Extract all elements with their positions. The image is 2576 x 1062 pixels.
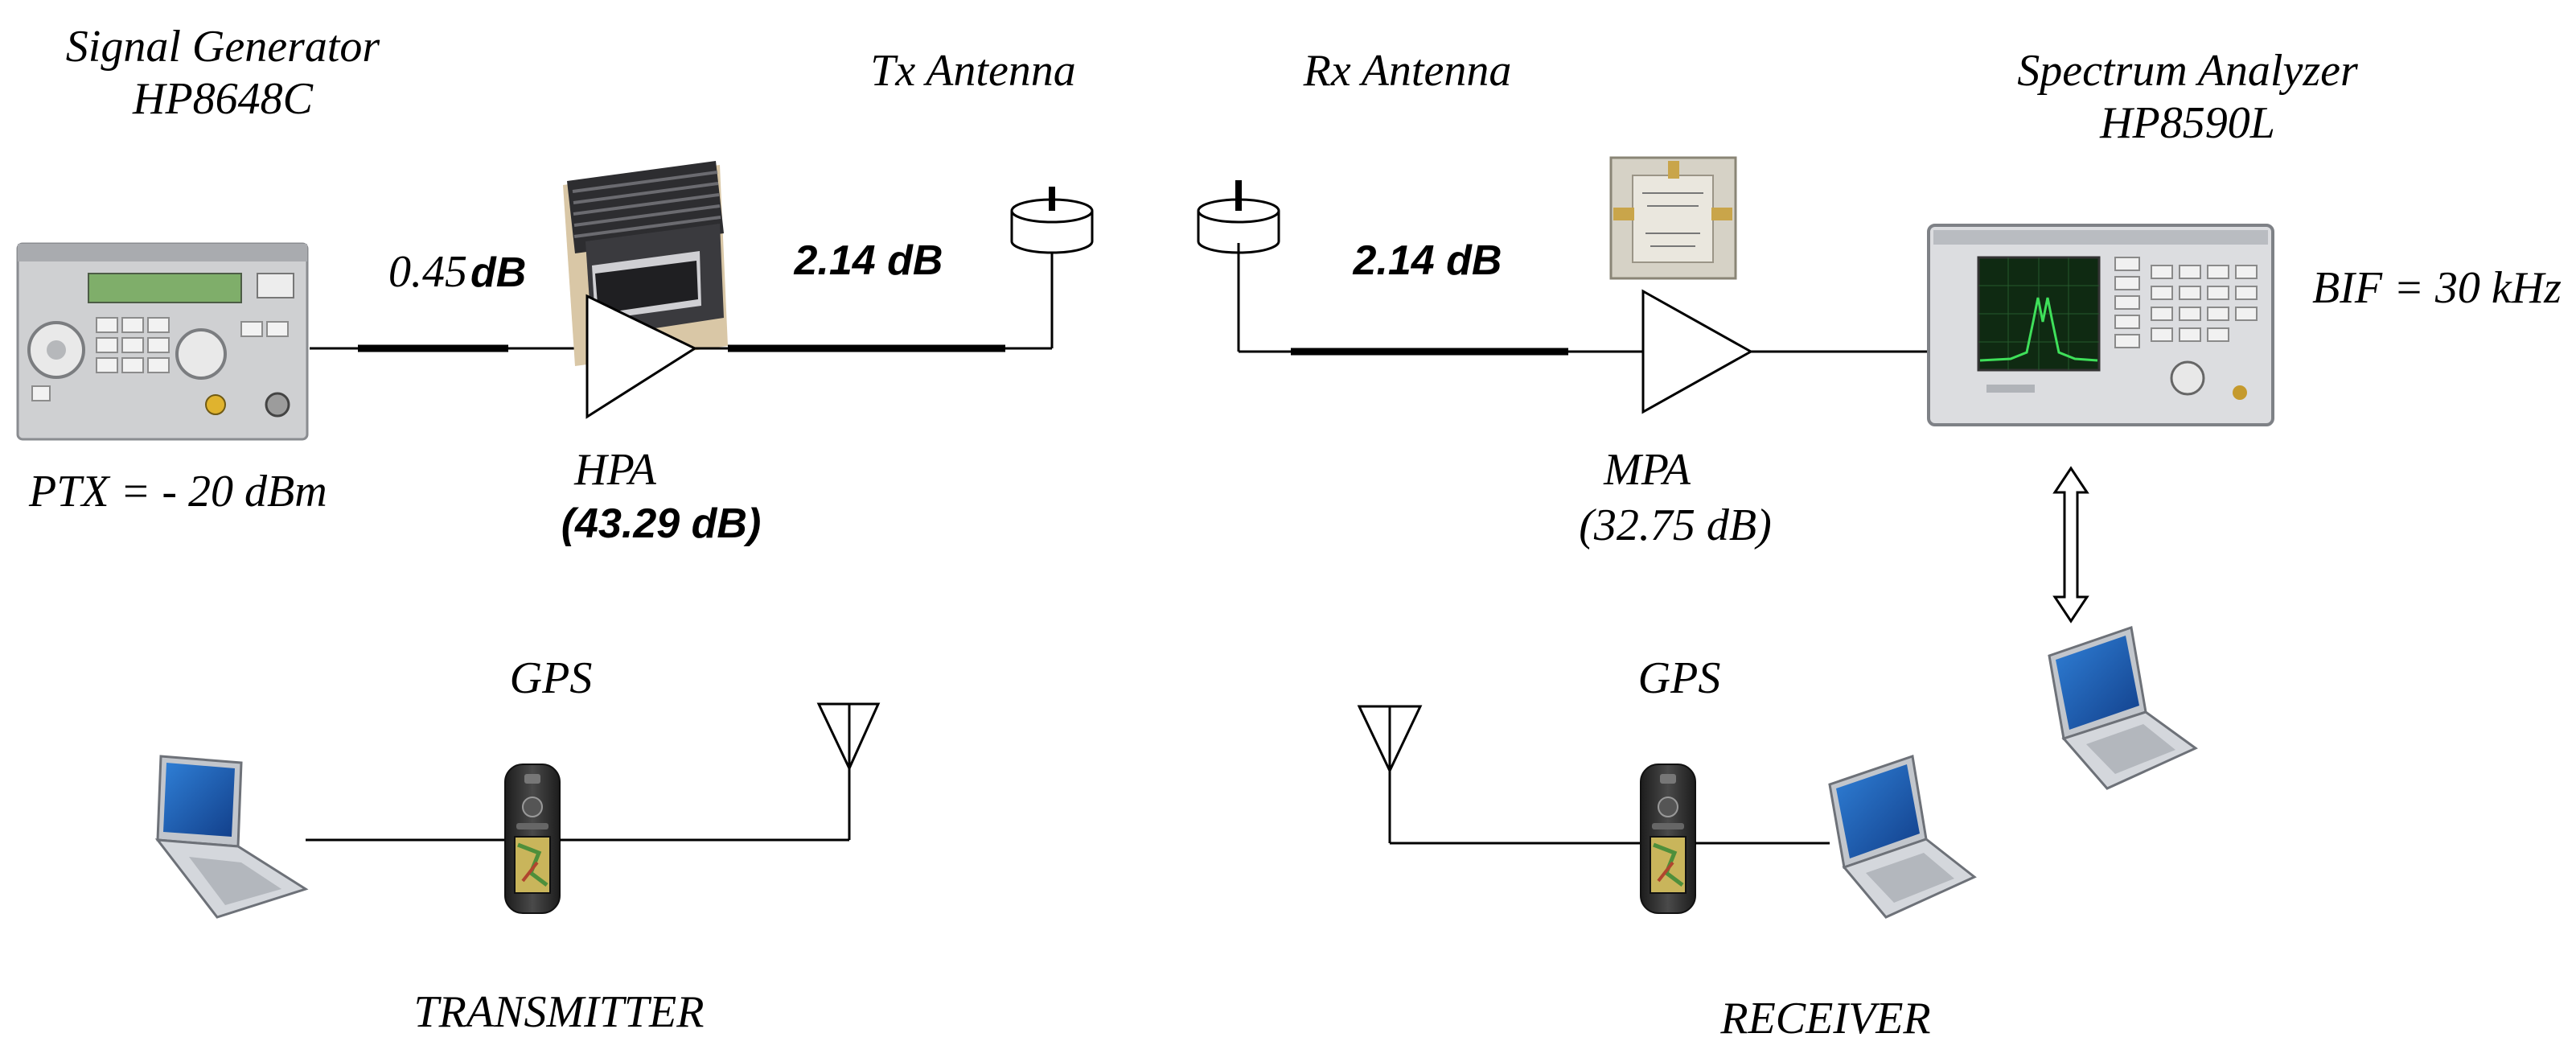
signal-generator-model: HP8648C [133, 74, 313, 124]
rx-cable-loss-label: 2.14 dB [1353, 237, 1502, 284]
hpa-name: HPA [574, 445, 656, 495]
spectrum-analyzer-title: Spectrum Analyzer [2017, 46, 2358, 96]
tx-gps-antenna-icon [816, 702, 881, 772]
tx-power-label: PTX = - 20 dBm [29, 467, 327, 517]
rx-gps-device-icon [1640, 764, 1696, 914]
rx-cable [1237, 243, 1643, 356]
signal-generator-image [16, 242, 309, 441]
tx-gps-label: GPS [509, 653, 593, 703]
rx-gps-label: GPS [1637, 653, 1721, 703]
spectrum-analyzer-model: HP8590L [2100, 98, 2275, 148]
bif-label: BIF = 30 kHz [2312, 263, 2562, 313]
tx-antenna-icon [1010, 187, 1094, 254]
mpa-name: MPA [1604, 445, 1691, 495]
spectrum-analyzer-image [1927, 224, 2274, 426]
transmitter-section-title: TRANSMITTER [413, 987, 705, 1037]
cable-2 [695, 243, 1054, 352]
cable-1-loss-value: 0.45 [388, 247, 467, 297]
cable-1-loss-label: 0.45 dB [388, 249, 526, 294]
tx-gps-device-icon [504, 764, 561, 914]
hpa-gain: (43.29 dB) [561, 500, 762, 547]
rx-gps-antenna-icon [1357, 705, 1423, 774]
tx-laptop-icon [154, 755, 309, 919]
rx-laptop-icon [1828, 755, 1977, 919]
hpa-amplifier-symbol [585, 294, 698, 419]
analyzer-laptop-link-arrow [2052, 466, 2089, 624]
mpa-amplifier-symbol [1641, 289, 1754, 414]
cable-2-loss-label: 2.14 dB [794, 237, 943, 284]
mpa-device-image [1609, 156, 1737, 280]
rx-antenna-label: Rx Antenna [1303, 46, 1512, 96]
rx-antenna-icon [1197, 180, 1280, 254]
receiver-section-title: RECEIVER [1720, 994, 1931, 1043]
tx-antenna-label: Tx Antenna [870, 46, 1076, 96]
mpa-gain: (32.75 dB) [1579, 500, 1772, 550]
analyzer-laptop-icon [2048, 626, 2198, 790]
signal-generator-title: Signal Generator [65, 22, 380, 72]
cable-1-loss-unit: dB [470, 249, 527, 296]
